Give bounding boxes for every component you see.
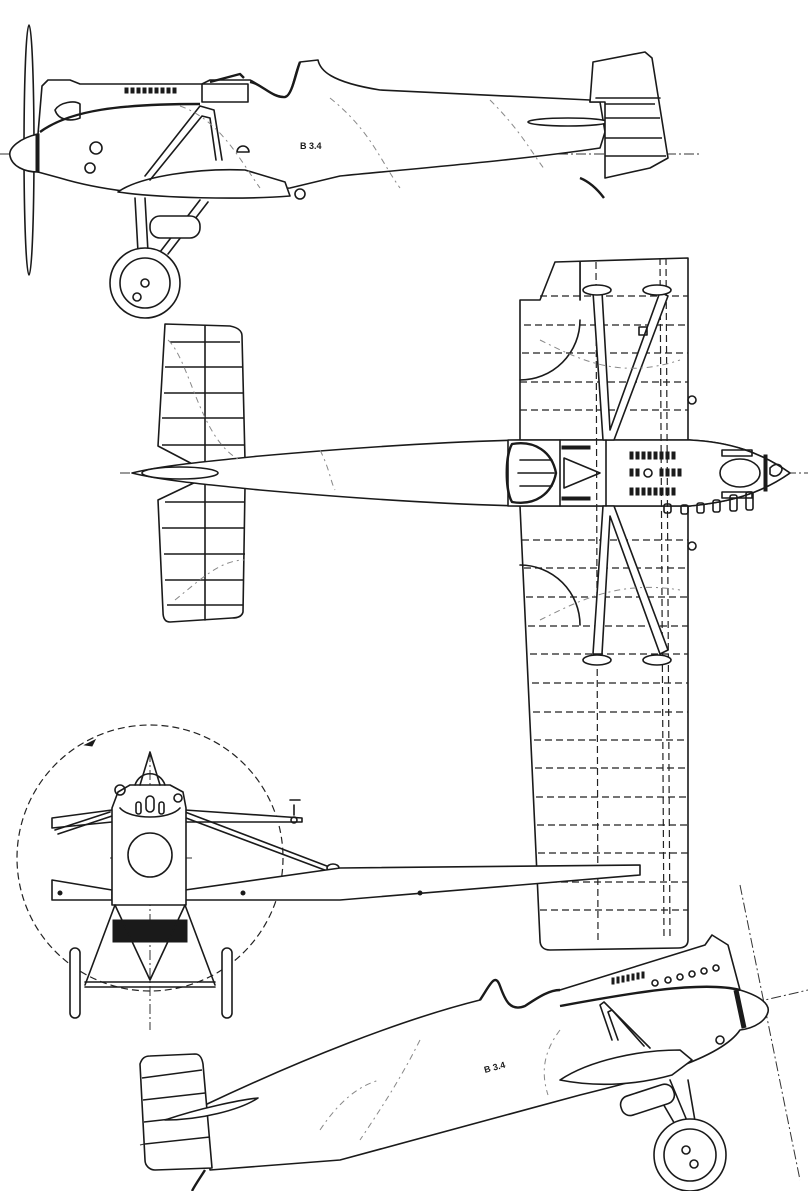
left-wheel [69, 947, 81, 1019]
perspective-view: B 3.4 [139, 884, 808, 1191]
radiator [112, 919, 188, 943]
side-view: B 3.4 [0, 24, 700, 319]
fin-rudder-pitched [139, 1053, 213, 1171]
fin-rudder [589, 51, 669, 179]
spinner [9, 133, 39, 173]
wing-section [117, 168, 291, 199]
wing-strut-lower [592, 505, 669, 655]
tailplane-upper [157, 323, 246, 469]
fuselage [37, 59, 606, 196]
front-view [16, 724, 641, 1030]
tailplane-ribs [162, 341, 245, 606]
engine-louvres-top [629, 451, 682, 496]
right-wheel [221, 947, 233, 1019]
serial-marking: B 3.4 [300, 141, 322, 151]
landing-gear [109, 197, 209, 319]
cockpit-opening [505, 442, 558, 504]
top-view [120, 257, 808, 951]
engine-cowl-front [127, 832, 173, 878]
propeller-disc [16, 724, 284, 992]
tailplane-lower [157, 479, 246, 623]
wing-ribs [520, 295, 688, 911]
engine-louvres-pitched [611, 964, 720, 987]
wing-section-pitched [559, 1049, 693, 1086]
exhaust-stubs [663, 491, 754, 515]
engine-louvres [124, 87, 177, 94]
